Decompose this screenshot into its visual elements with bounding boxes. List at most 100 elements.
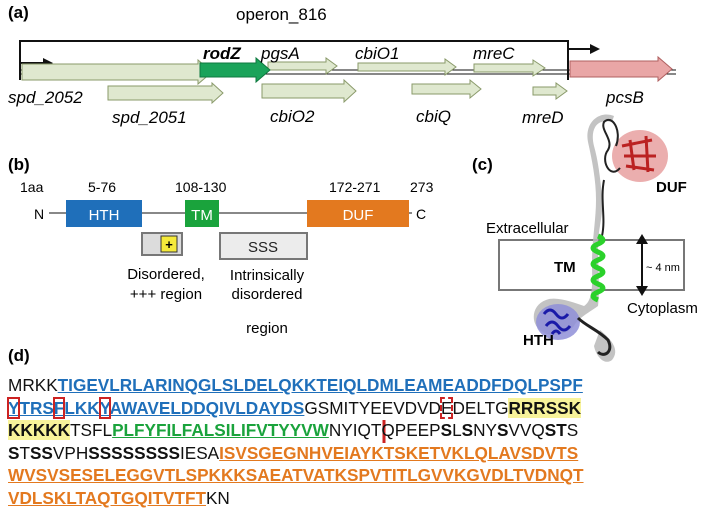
hth-label-c: HTH	[523, 332, 554, 349]
sequence-line-6: VDLSKLTAQTGQITVTFTKN	[8, 487, 708, 510]
cytoplasm-label: Cytoplasm	[627, 300, 698, 317]
backbone-trace	[601, 119, 621, 237]
extracellular-label: Extracellular	[486, 220, 569, 237]
sequence-line-2: YTRSFLKKYAWAVELDDQIVLDAYDSGSMITYEEVDVDED…	[6, 396, 708, 420]
duf-strands	[621, 135, 656, 173]
tm-range: 108-130	[175, 179, 227, 195]
seq-serine-run: SSSSSSSS	[88, 442, 180, 463]
gene-spd_2051	[107, 81, 224, 105]
operon-label: operon_816	[236, 5, 327, 24]
label-mreD: mreD	[522, 108, 564, 127]
seq-serine: SS	[29, 442, 53, 463]
panel-b-label: (b)	[8, 155, 30, 174]
n-terminus: N	[34, 206, 44, 222]
label-cbiO1: cbiO1	[355, 44, 399, 63]
sequence-line-4: STSSVPHSSSSSSSSIESAISVSGEGNHVEIAYKTSKETV…	[8, 442, 708, 465]
gene-rodZ	[199, 56, 271, 84]
domain-duf-label: DUF	[343, 207, 374, 224]
seq-segment: MRKK	[8, 375, 58, 395]
positive-charge-label: +	[165, 237, 173, 252]
label-spd_2052: spd_2052	[8, 88, 83, 107]
hth-range: 5-76	[88, 179, 116, 195]
panel-d-label: (d)	[8, 346, 30, 365]
label-pcsB: pcsB	[605, 88, 644, 107]
seq-positive-region: RRRSSK	[508, 397, 582, 418]
seq-segment: NY	[473, 420, 497, 440]
seq-segment: IESA	[179, 442, 220, 463]
domain-duf	[307, 200, 409, 227]
seq-duf-region: WVSVSESELEGGVTLSPKKKSAEATVATKSPVTITLGVVK…	[8, 465, 584, 485]
seq-serine: ST	[544, 420, 567, 440]
sequence-line-5: WVSVSESELEGGVTLSPKKKSAEATVATKSPVTITLGVVK…	[8, 464, 708, 487]
hth-linker	[576, 316, 612, 356]
protein-surface-tail	[594, 330, 616, 362]
seq-serine: S	[496, 420, 509, 440]
distance-label: ~ 4 nm	[646, 262, 680, 274]
label-mreC: mreC	[473, 44, 515, 63]
membrane-box	[498, 239, 685, 291]
panel-c-label: (c)	[472, 155, 493, 174]
seq-serine: S	[461, 420, 474, 440]
seq-segment: L	[452, 420, 462, 440]
domain-hth	[66, 200, 142, 227]
label-pgsA: pgsA	[260, 44, 300, 63]
gene-pgsA	[267, 57, 338, 75]
disordered1-line2: +++ region	[130, 286, 202, 303]
label-cbiO2: cbiO2	[270, 107, 315, 126]
sss-box	[219, 232, 308, 260]
seq-hth-region: AWAVELDDQIVLDAYDS	[109, 397, 305, 418]
seq-segment: NYIQTQPEEP	[328, 420, 441, 440]
gene-mreC	[473, 59, 546, 77]
disordered2-line1: Intrinsically	[230, 267, 305, 284]
gene-pcsB	[569, 55, 673, 83]
duf-label-c: DUF	[656, 179, 687, 196]
disordered2-line2: disordered	[232, 286, 303, 303]
seq-positive-region: KKKKK	[8, 420, 71, 440]
positive-charge-box	[160, 235, 178, 253]
sss-label: SSS	[248, 239, 278, 256]
pos-end: 273	[410, 179, 434, 195]
hth-helices	[542, 308, 572, 335]
seq-segment: KN	[205, 487, 230, 508]
seq-serine: S	[8, 442, 20, 463]
seq-duf-region: ISVSGEGNHVEIAYKTSKETVKLQLAVSDVTS	[219, 442, 579, 463]
hth-structure	[536, 304, 580, 340]
gene-spd_2052	[21, 58, 213, 86]
seq-segment: VPH	[52, 442, 89, 463]
pos-start: 1aa	[20, 179, 44, 195]
seq-segment: T	[19, 442, 30, 463]
seq-serine: S	[440, 420, 453, 440]
gene-cbiO2	[261, 78, 357, 104]
sequence-line-1: MRKKTIGEVLRLARINQGLSLDELQKKTEIQLDMLEAMEA…	[8, 374, 708, 397]
promoter-arrow-2-head	[590, 44, 600, 54]
domain-tm-label: TM	[191, 207, 213, 224]
domain-tm	[185, 200, 219, 227]
seq-hth-region: TIGEVLRLARINQGLSLDELQKKTEIQLDMLEAMEADDFD…	[57, 375, 583, 395]
seq-boxed-residue: Y	[6, 396, 21, 419]
seq-segment: S	[566, 420, 579, 440]
sequence-panel: MRKKTIGEVLRLARINQGLSLDELQKKTEIQLDMLEAMEA…	[6, 374, 708, 510]
c-terminus: C	[416, 206, 426, 222]
seq-segment: VVQ	[508, 420, 545, 440]
seq-segment: TSFL	[70, 420, 113, 440]
seq-tm-region: PLFYFILFALSILIFVTYYVW	[112, 420, 329, 440]
seq-boxed-residue: F	[52, 396, 66, 419]
distance-arrow-bottom	[636, 286, 648, 296]
seq-hth-region: TRS	[19, 397, 54, 418]
seq-hth-region: LKK	[64, 397, 100, 418]
seq-duf-region: VDLSKLTAQTGQITVTFT	[8, 487, 206, 508]
label-spd_2051: spd_2051	[112, 108, 187, 127]
panel-a-label: (a)	[8, 3, 29, 22]
disordered1-line1: Disordered,	[127, 266, 205, 283]
distance-arrow-top	[636, 234, 648, 244]
gene-cbiQ	[411, 78, 482, 100]
duf-range: 172-271	[329, 179, 381, 195]
seq-boxed-residue: Y	[98, 396, 111, 419]
label-rodZ: rodZ	[203, 44, 241, 63]
sequence-line-3: KKKKKTSFLPLFYFILFALSILIFVTYYVWNYIQTQPEEP…	[8, 419, 708, 442]
tm-label-c: TM	[554, 259, 576, 276]
gene-cbiO1	[357, 58, 457, 76]
label-cbiQ: cbiQ	[416, 107, 451, 126]
seq-segment: GSMITYEEVDVD	[304, 397, 441, 418]
